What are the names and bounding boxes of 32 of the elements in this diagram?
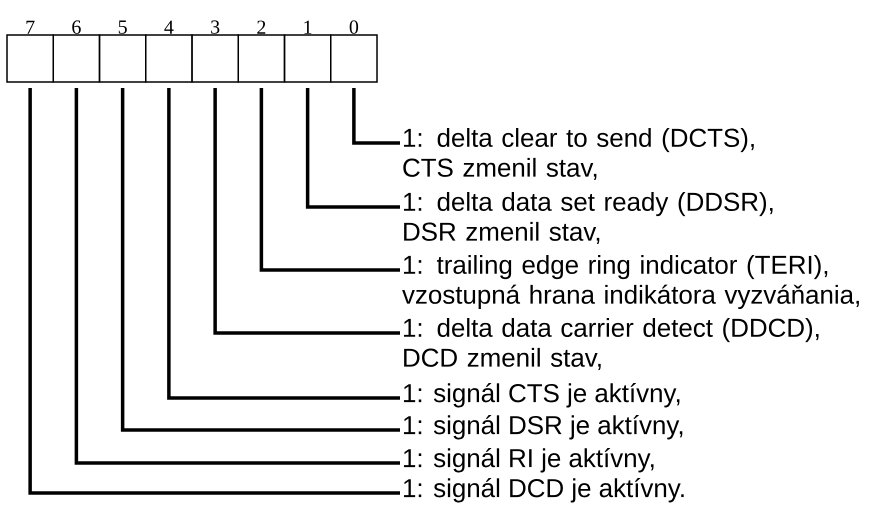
leader-line bbox=[213, 88, 400, 335]
leader-line bbox=[120, 88, 400, 432]
bit-cell: 6 bbox=[52, 20, 100, 83]
bit-cell: 0 bbox=[330, 20, 378, 83]
bit-cell: 4 bbox=[145, 20, 193, 83]
node-label: 4 bbox=[164, 20, 174, 34]
node-label: 6 bbox=[72, 20, 81, 34]
leader-line bbox=[74, 88, 400, 465]
bit-description: 1: signál DCD je aktívny. bbox=[404, 478, 684, 502]
node-label: 1 bbox=[304, 20, 312, 34]
bit-cell: 5 bbox=[98, 20, 146, 83]
bit-cell: 1 bbox=[284, 20, 332, 83]
bit-description: 1: trailing edge ring indicator (TERI), vzostupná hrana indikátora vyzváňania, bbox=[402, 255, 859, 310]
node-label: 3 bbox=[211, 20, 220, 34]
leader-line bbox=[260, 88, 400, 272]
node-label: 0 bbox=[350, 20, 358, 34]
bit-description: 1: signál DSR je aktívny, bbox=[404, 414, 682, 440]
bit-description: 1: delta clear to send (DCTS), CTS zmenil stav, bbox=[403, 128, 754, 180]
leader-line bbox=[352, 88, 400, 145]
leader-line bbox=[306, 88, 400, 209]
bit-description: 1: delta data set ready (DDSR), DSR zmenil stav, bbox=[404, 192, 772, 244]
bit-description: 1: delta data carrier detect (DDCD), DCD zmenil stav, bbox=[404, 318, 819, 370]
bit-description: 1: signál CTS je aktívny, bbox=[404, 383, 680, 408]
bit-cell: 2 bbox=[238, 20, 286, 83]
node-label: 2 bbox=[257, 20, 266, 34]
leader-line bbox=[28, 88, 400, 495]
bit-cell: 7 bbox=[6, 20, 54, 83]
leader-line bbox=[167, 88, 400, 400]
bit-description: 1: signál RI je aktívny, bbox=[404, 448, 654, 472]
node-label: 7 bbox=[26, 20, 35, 34]
bit-cell: 3 bbox=[191, 20, 239, 83]
node-label: 5 bbox=[118, 20, 127, 34]
